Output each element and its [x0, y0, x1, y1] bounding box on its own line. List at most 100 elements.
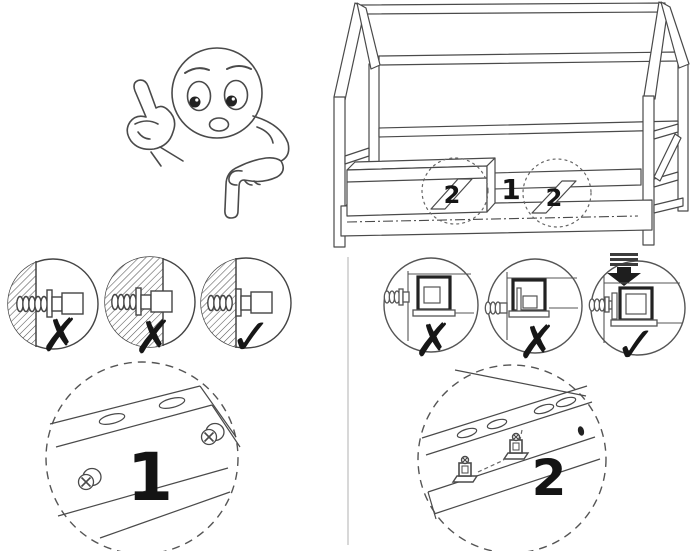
figure-knuckle-line: [137, 131, 151, 140]
pilot-hole-3: [533, 403, 555, 415]
detail-brackets-label: 2: [532, 449, 567, 507]
figure-eye-glint-left: [195, 98, 199, 102]
bracket-mount-guide: ✗ ✗: [383, 253, 686, 374]
figure-eye-left: [186, 80, 212, 112]
detail-dashed-circle: [417, 364, 607, 551]
insert-screw-icon: [16, 289, 84, 318]
bed-slat-right: [531, 180, 577, 214]
rail-edge-1: [49, 385, 201, 425]
slat-bracket-icon: [451, 455, 479, 483]
screw-depth-step-1: ✗: [7, 258, 99, 362]
cross-mark-icon: ✗: [414, 313, 453, 367]
figure-wrist-line-1: [159, 146, 184, 162]
figure-thumb-line: [134, 120, 159, 125]
lower-rail-top-edge: [427, 436, 596, 493]
cross-mark-icon: ✗: [134, 310, 173, 364]
phillips-screw-icon: [200, 422, 225, 446]
hole-rail-edge-1: [421, 385, 588, 439]
cross-mark-icon: ✗: [518, 315, 557, 369]
bolt-icon: [383, 288, 410, 306]
rail-end-edge-1: [199, 385, 237, 438]
bolt-icon: [484, 301, 508, 315]
bed-foot-end-brace: [653, 133, 682, 182]
figure-eyebrow-left: [184, 67, 210, 74]
figure-mouth: [208, 117, 230, 132]
bed-front-right-post: [642, 95, 655, 246]
bed-front-left-post: [333, 96, 346, 248]
guard-box-front-face: [346, 165, 488, 217]
bed-left-slat-part-label: 2: [444, 181, 461, 209]
figure-head: [171, 47, 263, 139]
lower-rail-edge-2: [99, 491, 231, 539]
lower-rail-edge-1: [57, 467, 229, 517]
pilot-hole-2: [158, 397, 186, 409]
bed-back-mid-rail: [378, 120, 679, 138]
slat-bracket-icon: [618, 286, 654, 322]
bracket-inner-face: [625, 293, 647, 315]
bed-back-top-rail: [378, 51, 679, 66]
pilot-hole-2: [486, 418, 508, 430]
hole-rail-edge-2: [425, 401, 593, 456]
figure-wrist-line-2: [150, 151, 162, 167]
insert-screw-icon: [111, 287, 173, 316]
bolt-icon: [588, 296, 613, 313]
guard-box-end-cap: [486, 157, 496, 213]
bed-left-gable-rear-slope: [356, 2, 381, 70]
slat-bracket-icon: [502, 432, 530, 460]
figure-pupil-left: [189, 96, 201, 108]
rail-back-edge: [454, 369, 587, 397]
figure-hand-pointing-up: [126, 79, 176, 151]
screw-depth-step-2: ✗: [104, 256, 196, 364]
lower-rail-end-cap: [427, 491, 437, 520]
detail-screws: 1: [45, 361, 241, 551]
house-bed-overview: 1 2 2: [333, 1, 690, 248]
bed-rail-part-label: 1: [501, 173, 520, 206]
bed-foot-end-rail-3: [653, 197, 684, 214]
lower-rail-bottom-edge: [433, 458, 601, 515]
pilot-hole-4: [555, 396, 577, 408]
bed-head-end-rail: [344, 147, 370, 165]
phillips-screw-icon: [77, 467, 102, 491]
figure-knuckles-down-2: [253, 180, 261, 186]
bed-right-gable-rear-slope: [660, 1, 690, 69]
slat-callout-circle-left: [421, 157, 489, 225]
detail-dashed-circle: [45, 361, 239, 551]
cross-mark-icon: ✗: [41, 308, 80, 362]
bracket-step-3: ✓: [588, 253, 686, 374]
figure-eyebrow-right: [226, 65, 252, 70]
bed-foot-end-rail-2: [653, 171, 679, 188]
bracket-step-1: ✗: [383, 257, 479, 367]
press-down-arrow-icon: [607, 253, 641, 286]
check-mark-icon: ✓: [615, 316, 657, 374]
leader-dashed-2: [477, 459, 505, 473]
pilot-hole-1: [98, 413, 126, 425]
bracket-base-plate: [508, 310, 550, 318]
rail-end-edge-2: [211, 404, 241, 448]
check-mark-icon: ✓: [230, 308, 272, 366]
figure-hand-pointing-down: [224, 157, 285, 219]
bed-slat-left: [430, 178, 473, 210]
rail-edge-2: [55, 404, 213, 448]
slat-callout-circle-right: [522, 158, 592, 228]
screw-depth-guide: ✗ ✗ ✓: [7, 256, 292, 366]
screw-hole-dot: [577, 426, 585, 436]
bracket-flange: [611, 292, 618, 320]
bracket-inner-face: [522, 295, 538, 309]
pilot-hole-1: [456, 427, 478, 439]
figure-eye-glint-right: [231, 97, 235, 101]
figure-thumb-down: [228, 169, 243, 186]
bracket-inner-face: [423, 286, 441, 304]
figure-arm-right: [252, 115, 290, 162]
figure-arm-inner-line: [256, 126, 274, 144]
insert-screw-icon: [207, 288, 273, 317]
detail-screws-label: 1: [127, 439, 173, 516]
bed-front-rail-hidden-line: [346, 215, 639, 223]
slat-bracket-icon: [416, 275, 452, 312]
attention-figure: [126, 47, 290, 219]
bed-foot-end-rail-1: [653, 123, 679, 140]
bed-right-slat-part-label: 2: [546, 184, 563, 212]
screw-depth-step-3: ✓: [200, 257, 292, 366]
figure-knuckles-down-1: [244, 180, 253, 186]
